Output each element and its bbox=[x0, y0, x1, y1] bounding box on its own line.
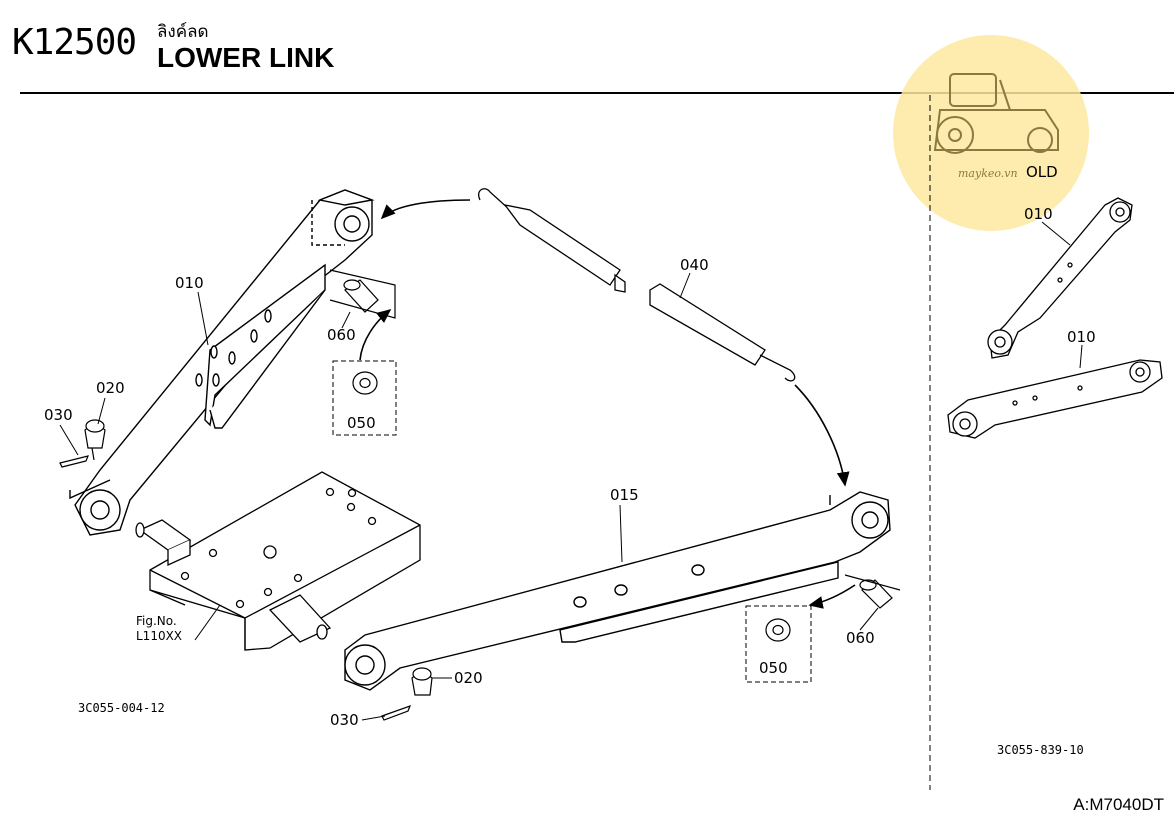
page-title: LOWER LINK bbox=[157, 42, 335, 73]
label-010-old-bottom: 010 bbox=[1067, 328, 1096, 346]
label-060-bottom: 060 bbox=[846, 629, 875, 647]
washer-050-box-bottom bbox=[745, 605, 812, 683]
label-030-bottom: 030 bbox=[330, 711, 359, 729]
check-chain-040 bbox=[478, 188, 796, 382]
clip-030-bottom bbox=[381, 704, 412, 721]
diagram-code-right: 3C055-839-10 bbox=[997, 743, 1084, 757]
bushing-060-top bbox=[329, 269, 396, 319]
label-050-top: 050 bbox=[347, 414, 376, 432]
label-010: 010 bbox=[175, 274, 204, 292]
watermark: maykeo.vn bbox=[893, 35, 1089, 231]
watermark-text: maykeo.vn bbox=[958, 167, 1018, 180]
header-rule bbox=[20, 92, 1174, 94]
lower-link-015 bbox=[344, 491, 891, 691]
lower-link-010 bbox=[69, 189, 375, 536]
label-020-bottom: 020 bbox=[454, 669, 483, 687]
label-020-top: 020 bbox=[96, 379, 125, 397]
old-lower-link-bottom bbox=[947, 359, 1163, 439]
fig-no-label: Fig.No. bbox=[136, 614, 177, 628]
diagram-code-left: 3C055-004-12 bbox=[78, 701, 165, 715]
pin-020-bottom bbox=[411, 667, 433, 696]
old-lower-link-top bbox=[987, 197, 1133, 359]
pin-020-top bbox=[84, 419, 106, 461]
model-code: K12500 bbox=[12, 22, 137, 63]
label-040: 040 bbox=[680, 256, 709, 274]
thai-title: ลิงค์ลด bbox=[157, 22, 209, 42]
mounting-bracket bbox=[135, 471, 421, 651]
label-015: 015 bbox=[610, 486, 639, 504]
washer-050-bottom bbox=[765, 618, 791, 642]
washer-050-box-top bbox=[332, 360, 397, 436]
label-030-top: 030 bbox=[44, 406, 73, 424]
washer-050-top bbox=[352, 371, 378, 395]
bushing-060-bottom bbox=[844, 574, 901, 609]
page-reference: A:M7040DT bbox=[1073, 795, 1164, 814]
label-050-bottom: 050 bbox=[759, 659, 788, 677]
label-060-top: 060 bbox=[327, 326, 356, 344]
label-010-old-top: 010 bbox=[1024, 205, 1053, 223]
fig-ref-label: L110XX bbox=[136, 629, 182, 643]
label-old: OLD bbox=[1026, 163, 1058, 181]
tractor-icon bbox=[933, 73, 1059, 154]
clip-030-top bbox=[59, 455, 89, 468]
